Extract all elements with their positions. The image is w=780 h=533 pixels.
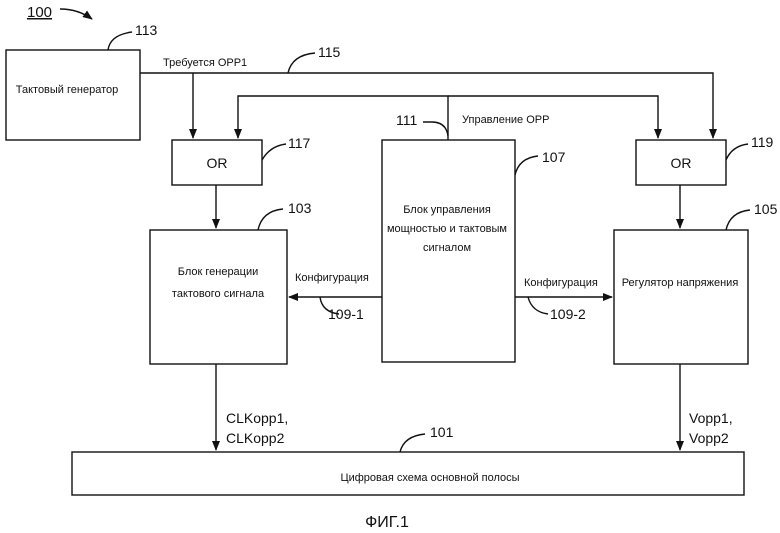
ref-103: 103 [288, 200, 312, 216]
opp-control-label: Управление OPP [462, 114, 549, 126]
opp1-label: Требуется OPP1 [163, 57, 247, 69]
leader-107 [514, 155, 539, 176]
ref-105: 105 [754, 201, 778, 217]
config-right-label: Конфигурация [524, 277, 598, 289]
clk-out-label-2: CLKopp2 [226, 430, 285, 446]
power-control-label-3: сигналом [423, 242, 471, 254]
figure-number-arrow [59, 8, 93, 20]
ref-119: 119 [751, 134, 774, 150]
ref-107: 107 [542, 149, 566, 165]
leader-103 [257, 208, 284, 231]
power-control-box [381, 139, 516, 363]
leader-109-2 [527, 296, 549, 315]
figure-number: 100 [27, 4, 52, 21]
or-left-label: OR [207, 155, 228, 171]
leader-113 [107, 31, 133, 51]
leader-119 [725, 143, 749, 161]
v-out-label-1: Vopp1, [689, 410, 733, 426]
clock-gen-block-label-1: Блок генерации [178, 266, 259, 278]
v-out-label-2: Vopp2 [689, 430, 729, 446]
ref-111: 111 [396, 112, 417, 128]
clock-gen-block-label-2: тактового сигнала [172, 288, 265, 300]
clock-gen-block-box [149, 229, 288, 365]
ref-109-1: 109-1 [328, 306, 364, 322]
ref-101: 101 [430, 424, 454, 440]
voltage-regulator-label: Регулятор напряжения [622, 277, 739, 289]
power-control-label-1: Блок управления [403, 204, 491, 216]
voltage-regulator-box [613, 229, 749, 365]
clk-out-label-1: CLKopp1, [226, 410, 288, 426]
ref-117: 117 [288, 135, 311, 151]
ref-113: 113 [135, 22, 158, 38]
ref-115: 115 [318, 44, 341, 60]
or-right-box [635, 139, 727, 186]
leader-117 [261, 143, 287, 161]
leader-111 [423, 121, 449, 137]
opp1-line-right [140, 72, 717, 139]
ref-109-2: 109-2 [550, 306, 586, 322]
opp-control-line-left [234, 95, 449, 140]
leader-115 [287, 52, 316, 74]
leader-101 [399, 433, 426, 453]
baseband-label: Цифровая схема основной полосы [340, 472, 519, 484]
figure-caption: ФИГ.1 [365, 514, 409, 531]
leader-109-1 [319, 296, 340, 315]
power-control-label-2: мощностью и тактовым [387, 223, 507, 235]
opp-control-line-right [448, 95, 662, 139]
clock-generator-box [5, 49, 141, 141]
or-left-box [171, 139, 263, 186]
baseband-box [71, 451, 745, 496]
leader-105 [725, 209, 751, 231]
config-left-label: Конфигурация [295, 272, 369, 284]
or-right-label: OR [671, 155, 692, 171]
clock-generator-label: Тактовый генератор [16, 84, 119, 96]
